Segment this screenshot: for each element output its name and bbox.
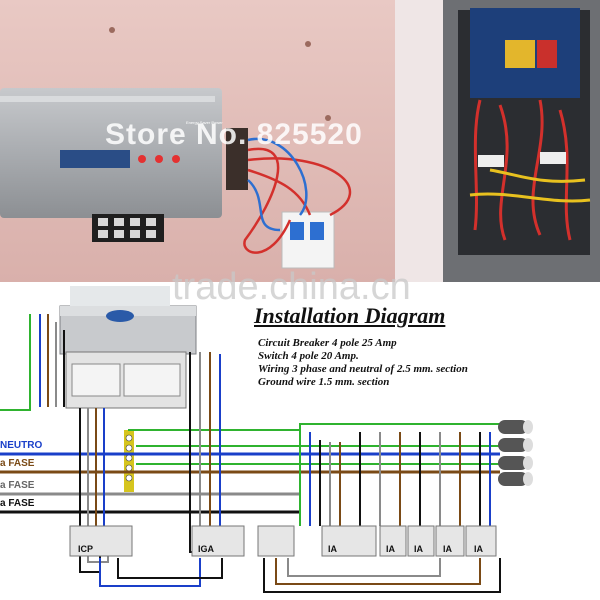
installation-photo: Energy Saver Power Store No. 825520 [0, 0, 600, 282]
led-indicator [172, 155, 180, 163]
phase-label: a FASE [0, 458, 35, 469]
ia-breaker [407, 525, 435, 557]
saver-unit-top [60, 306, 196, 316]
unit-blue-wires [247, 137, 308, 232]
icp-label: ICP [78, 544, 94, 554]
panel-red-wires [473, 99, 572, 241]
breaker-lever [290, 222, 304, 240]
diagram-title: Installation Diagram [254, 303, 446, 328]
saver-unit-logo [106, 310, 134, 322]
unit-top-ridge [0, 96, 215, 102]
phase-label: a FASE [0, 498, 35, 509]
wall-screw [109, 27, 115, 33]
phase-label: a FASE [0, 480, 35, 491]
led-indicator [155, 155, 163, 163]
ia-breaker [321, 525, 377, 557]
breaker-lever [310, 222, 324, 240]
ia-label: IA [328, 544, 337, 554]
panel-yellow-breaker [505, 40, 535, 68]
led-indicator [138, 155, 146, 163]
unit-label-text: Energy Saver Power [186, 120, 223, 125]
wall-screw [325, 115, 331, 121]
spec-line: Ground wire 1.5 mm. section [258, 376, 390, 388]
iga-label: IGA [198, 544, 215, 554]
bottom-wires [99, 558, 501, 593]
panel-red-breaker [537, 40, 557, 68]
spec-line: Circuit Breaker 4 pole 25 Amp [258, 337, 397, 349]
saver-unit-cap [70, 286, 170, 306]
trade-watermark: trade.china.cn [172, 266, 411, 308]
ia-breaker [379, 525, 407, 557]
unit-label-plate [60, 150, 130, 168]
ia-label: IA [386, 544, 395, 554]
ia-label: IA [443, 544, 452, 554]
ia-label: IA [414, 544, 423, 554]
neutral-label: NEUTRO [0, 440, 43, 451]
terminal-screws [98, 218, 156, 238]
ia-breaker [435, 525, 465, 557]
wall-corner [395, 0, 445, 282]
panel-yellow-wires [469, 168, 591, 203]
ia-label: IA [474, 544, 483, 554]
board-breaker [123, 363, 181, 397]
output-cables [498, 420, 533, 486]
board-breaker [71, 363, 121, 397]
unit-terminal-block [226, 128, 248, 190]
differential-switch [257, 525, 295, 557]
spec-line: Switch 4 pole 20 Amp. [258, 350, 359, 362]
bus-bar-screws [125, 434, 133, 482]
store-watermark: Store No. 825520 [105, 118, 363, 151]
panel-tag [478, 155, 504, 167]
iga-breaker [191, 525, 245, 557]
installation-diagram: Installation Diagram Circuit Breaker 4 p… [0, 282, 600, 600]
unit-red-wires [243, 147, 352, 254]
ia-breaker [465, 525, 497, 557]
photo-illustration [0, 0, 600, 282]
wiring-schematic [0, 286, 533, 593]
wall-screw [305, 41, 311, 47]
spec-line: Wiring 3 phase and neutral of 2.5 mm. se… [258, 363, 468, 375]
incoming-lines [0, 452, 500, 514]
icp-breaker [69, 525, 133, 557]
panel-tag [540, 152, 566, 164]
